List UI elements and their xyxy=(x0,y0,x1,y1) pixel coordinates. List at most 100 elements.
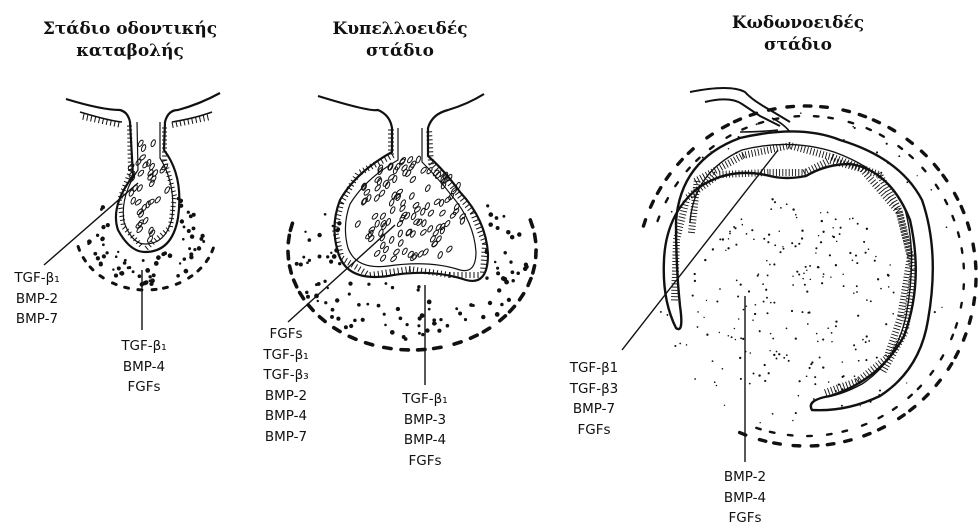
epithelial-cell xyxy=(410,212,416,220)
follicle-dash xyxy=(468,333,479,341)
follicle-dash xyxy=(841,108,852,114)
texture-dot xyxy=(809,265,811,267)
epithelial-cell xyxy=(449,211,457,219)
bell-stage-drawing xyxy=(622,88,978,462)
bell-pointer-1 xyxy=(622,150,778,350)
factor-label: BMP-7 xyxy=(248,427,324,448)
hatch-tick xyxy=(98,117,99,123)
hatch-tick xyxy=(881,192,886,197)
epithelial-cell xyxy=(427,209,434,217)
epithelial-cell xyxy=(371,212,379,220)
follicle-dash xyxy=(785,105,795,109)
hatch-tick xyxy=(448,182,452,186)
hatch-tick xyxy=(199,116,200,122)
texture-dot xyxy=(786,203,788,205)
texture-dot xyxy=(299,262,303,266)
hatch-tick xyxy=(908,286,915,287)
hatch-tick xyxy=(481,260,487,261)
epithelial-cell xyxy=(455,182,461,190)
hatch-tick xyxy=(472,216,478,218)
texture-dot xyxy=(854,375,856,377)
hatch-tick xyxy=(880,369,886,372)
texture-dot xyxy=(495,216,499,220)
texture-dot xyxy=(377,304,381,308)
hatch-tick xyxy=(899,305,906,306)
texture-dot xyxy=(666,314,668,316)
texture-dot xyxy=(143,281,147,285)
epithelial-cell xyxy=(389,236,395,244)
texture-dot xyxy=(806,270,807,271)
follicle-dash xyxy=(737,430,748,437)
factor-label: FGFs xyxy=(106,377,182,398)
hatch-tick xyxy=(846,382,848,389)
hatch-tick xyxy=(449,272,450,278)
texture-dot xyxy=(716,385,718,387)
hatch-tick xyxy=(868,369,872,375)
texture-dot xyxy=(679,343,681,345)
follicle-dash xyxy=(656,215,661,222)
follicle-dash xyxy=(641,218,647,229)
hatch-tick xyxy=(678,220,685,222)
title-cap-stage: Κυπελλοειδές στάδιο xyxy=(290,18,510,62)
texture-dot xyxy=(776,351,778,353)
texture-dot xyxy=(852,218,854,220)
texture-dot xyxy=(792,208,794,210)
texture-dot xyxy=(856,285,858,287)
texture-dot xyxy=(880,288,882,290)
follicle-dash xyxy=(871,118,882,125)
epithelial-cell xyxy=(397,229,403,237)
texture-dot xyxy=(802,311,804,313)
epithelial-cell xyxy=(377,177,383,185)
hatch-tick xyxy=(473,220,479,222)
texture-dot xyxy=(710,151,711,152)
texture-dot xyxy=(810,279,812,281)
texture-dot xyxy=(808,311,810,313)
follicle-dash xyxy=(481,326,492,335)
epithelial-cell xyxy=(374,220,380,228)
follicle-dash xyxy=(827,116,834,119)
texture-dot xyxy=(729,231,731,233)
follicle-dash xyxy=(98,274,105,280)
texture-dot xyxy=(101,205,105,209)
follicle-dash xyxy=(287,264,293,276)
follicle-dash xyxy=(757,437,768,443)
hatch-tick xyxy=(118,208,123,209)
texture-dot xyxy=(735,339,736,340)
texture-dot xyxy=(734,328,736,330)
hatch-tick xyxy=(736,155,739,161)
hatch-tick xyxy=(391,153,394,158)
texture-dot xyxy=(114,274,118,278)
hatch-tick xyxy=(890,337,897,339)
texture-dot xyxy=(770,333,772,335)
texture-dot xyxy=(774,201,776,203)
hatch-tick xyxy=(207,115,208,121)
factor-label: BMP-7 xyxy=(4,309,70,330)
factor-label: FGFs xyxy=(386,451,464,472)
hatch-tick xyxy=(188,119,189,125)
texture-dot xyxy=(862,339,864,341)
hatch-tick xyxy=(463,201,468,205)
follicle-dash xyxy=(843,438,854,444)
bell-lamina xyxy=(740,118,790,132)
hatch-tick xyxy=(176,121,177,127)
texture-dot xyxy=(889,264,890,265)
follicle-dash xyxy=(972,296,977,306)
factor-label: TGF-β₁ xyxy=(248,345,324,366)
follicle-dash xyxy=(150,288,157,292)
texture-dot xyxy=(766,297,768,299)
texture-dot xyxy=(404,337,408,341)
texture-dot xyxy=(496,271,500,275)
follicle-dash xyxy=(965,221,971,232)
texture-dot xyxy=(511,279,514,282)
hatch-tick xyxy=(171,206,176,207)
follicle-dash xyxy=(934,183,940,190)
follicle-dash xyxy=(861,422,868,427)
follicle-dash xyxy=(919,149,929,158)
texture-dot xyxy=(739,357,741,359)
texture-dot xyxy=(330,315,334,319)
texture-dot xyxy=(843,139,844,140)
follicle-dash xyxy=(877,414,884,419)
texture-dot xyxy=(814,383,816,385)
texture-dot xyxy=(830,276,831,277)
